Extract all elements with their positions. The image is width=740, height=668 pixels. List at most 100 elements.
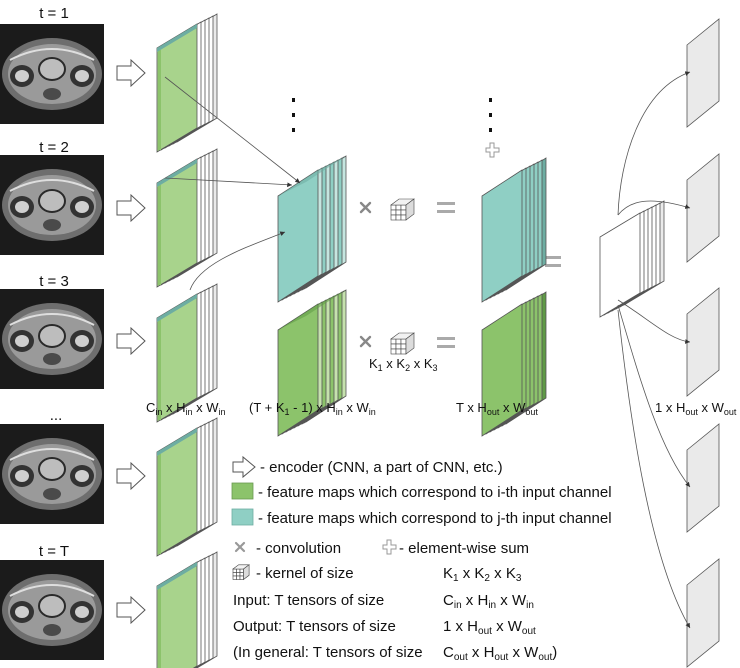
kernel-cell bbox=[400, 348, 407, 355]
encoder-arrow-icon-3 bbox=[116, 326, 146, 356]
teal-top-edge bbox=[157, 24, 197, 52]
teal-top-edge bbox=[157, 428, 197, 456]
timestep-label-1: t = 1 bbox=[39, 5, 69, 22]
legend: - encoder (CNN, a part of CNN, etc.) - f… bbox=[231, 455, 612, 663]
encoder-output-stack-4 bbox=[156, 417, 218, 557]
dim-label-input: Cin x Hin x Win bbox=[146, 400, 226, 417]
stack-top-face bbox=[278, 290, 346, 330]
mri-scan-3 bbox=[0, 289, 104, 389]
encoder-output-stack-3 bbox=[156, 283, 218, 423]
kernel-cell bbox=[400, 209, 407, 216]
stacked-teal-feature-maps bbox=[277, 155, 347, 303]
legend-kernel-icon bbox=[232, 564, 251, 581]
kernel-cell bbox=[390, 348, 397, 355]
output-sheet-3 bbox=[686, 287, 720, 397]
kernel-cell bbox=[400, 204, 407, 211]
conv-output-teal bbox=[481, 157, 547, 303]
kernel-cell bbox=[390, 209, 397, 216]
green-strip bbox=[158, 320, 161, 420]
legend-general-size: Cout x Hout x Wout) bbox=[443, 644, 557, 663]
convolution-icon-1 bbox=[359, 201, 372, 214]
kernel-cell bbox=[239, 572, 244, 577]
final-output-sheet bbox=[686, 287, 720, 397]
connection-lines bbox=[164, 71, 691, 629]
equals-sign-3 bbox=[545, 256, 561, 267]
legend-green: - feature maps which correspond to i-th … bbox=[258, 484, 612, 501]
output-sheet-4 bbox=[686, 423, 720, 533]
conv-output-green bbox=[481, 291, 547, 437]
kernel-cell bbox=[390, 343, 397, 350]
kernel-cell bbox=[390, 214, 397, 221]
kernel-cell bbox=[236, 575, 241, 580]
kernel-cell bbox=[395, 204, 402, 211]
output-sheet-2 bbox=[686, 153, 720, 263]
kernel-cell bbox=[390, 204, 397, 211]
encoder-output-stack-1 bbox=[156, 13, 218, 153]
kernel-cell bbox=[390, 338, 397, 345]
stacked-green-feature-maps bbox=[277, 289, 347, 437]
kernel-cell bbox=[400, 338, 407, 345]
teal-top-edge bbox=[157, 294, 197, 322]
output-sheet-1 bbox=[686, 18, 720, 128]
mri-scan-2 bbox=[0, 155, 104, 255]
legend-general-label: (In general: T tensors of size bbox=[233, 644, 423, 661]
legend-kernel-label: - kernel of size bbox=[256, 565, 354, 582]
dim-label-final-output: 1 x Hout x Wout bbox=[655, 400, 737, 417]
mri-scan-4 bbox=[0, 424, 104, 524]
legend-teal-swatch bbox=[231, 508, 254, 526]
encoder-output-stack-2 bbox=[156, 148, 218, 288]
legend-kernel-size: K1 x K2 x K3 bbox=[443, 565, 522, 584]
encoder-arrow-icon-4 bbox=[116, 461, 146, 491]
kernel-side bbox=[405, 198, 415, 221]
mri-scan-5 bbox=[0, 560, 104, 660]
dim-label-conv-output: T x Hout x Wout bbox=[456, 400, 538, 417]
encoder-arrow-icon-2 bbox=[116, 193, 146, 223]
encoder-output-stack-5 bbox=[156, 551, 218, 668]
legend-encoder: - encoder (CNN, a part of CNN, etc.) bbox=[260, 459, 503, 476]
kernel-cell bbox=[395, 343, 402, 350]
green-strip bbox=[158, 588, 161, 668]
kernel-icon-2 bbox=[390, 332, 415, 355]
summed-sheet bbox=[599, 212, 641, 318]
convolution-icon-2 bbox=[359, 335, 372, 348]
summed-tensor-stack bbox=[599, 200, 665, 318]
kernel-cell bbox=[395, 338, 402, 345]
ellipsis-dots-output bbox=[489, 98, 492, 132]
final-output-sheet bbox=[686, 558, 720, 668]
kernel-icon-1 bbox=[390, 198, 415, 221]
legend-convolution-icon bbox=[234, 541, 246, 553]
legend-output-size: 1 x Hout x Wout bbox=[443, 618, 536, 637]
final-output-sheet bbox=[686, 18, 720, 128]
dim-label-kernel: K1 x K2 x K3 bbox=[369, 356, 438, 373]
legend-teal: - feature maps which correspond to j-th … bbox=[258, 510, 612, 527]
equals-sign-1 bbox=[437, 202, 455, 213]
final-output-sheet bbox=[686, 423, 720, 533]
legend-input-label: Input: T tensors of size bbox=[233, 592, 384, 609]
stack-top-face bbox=[278, 156, 346, 196]
legend-input-size: Cin x Hin x Win bbox=[443, 592, 534, 611]
encoder-legend-icon bbox=[232, 455, 256, 479]
output-sheet-5 bbox=[686, 558, 720, 668]
kernel-side bbox=[243, 564, 250, 581]
kernel-cell bbox=[239, 575, 244, 580]
timestep-label-2: t = 2 bbox=[39, 139, 69, 156]
final-output-sheet bbox=[686, 153, 720, 263]
green-strip bbox=[158, 50, 161, 150]
kernel-cell bbox=[236, 568, 241, 573]
kernel-cell bbox=[232, 575, 237, 580]
green-strip bbox=[158, 185, 161, 285]
timestep-label-3: t = 3 bbox=[39, 273, 69, 290]
legend-output-label: Output: T tensors of size bbox=[233, 618, 396, 635]
legend-convolution: - convolution bbox=[256, 540, 341, 557]
mri-scan-1 bbox=[0, 24, 104, 124]
timestep-label-ellipsis: ... bbox=[50, 407, 63, 424]
ellipsis-dots-stacked bbox=[292, 98, 295, 132]
dim-label-stacked: (T + K1 - 1) x Hin x Win bbox=[249, 400, 376, 417]
feature-sheet bbox=[277, 169, 319, 303]
green-strip bbox=[158, 454, 161, 554]
teal-top-edge bbox=[157, 562, 197, 590]
kernel-cell bbox=[400, 214, 407, 221]
element-wise-sum-icon-1 bbox=[485, 142, 500, 158]
kernel-cell bbox=[232, 572, 237, 577]
